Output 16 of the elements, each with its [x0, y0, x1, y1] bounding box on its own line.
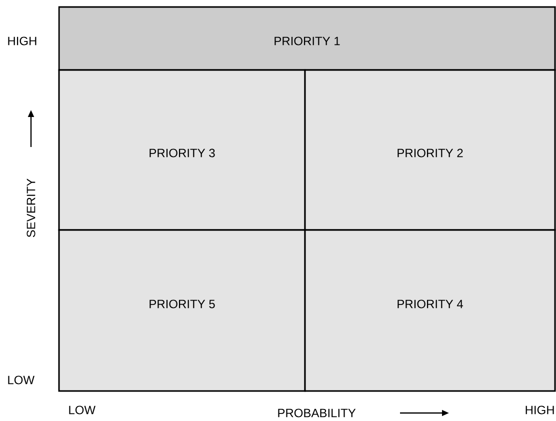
priority-band [58, 6, 556, 71]
matrix-cell [304, 229, 556, 392]
matrix-cell [58, 69, 306, 231]
cell-label: PRIORITY 1 [274, 36, 340, 46]
cell-label: PRIORITY 5 [150, 300, 215, 308]
axis-label: LOW [8, 376, 34, 384]
axis-label: PROBABILITY [278, 408, 356, 418]
axis-label: HIGH [526, 406, 554, 414]
cell-label: PRIORITY 3 [150, 148, 215, 158]
axis-label: SEVERITY [26, 178, 36, 238]
cell-label: PRIORITY 4 [398, 300, 463, 308]
axis-label: HIGH [8, 36, 36, 46]
cell-label: PRIORITY 2 [398, 148, 463, 158]
axis-label: LOW [69, 406, 96, 414]
matrix-cell [304, 69, 556, 231]
matrix-cell [58, 229, 306, 392]
